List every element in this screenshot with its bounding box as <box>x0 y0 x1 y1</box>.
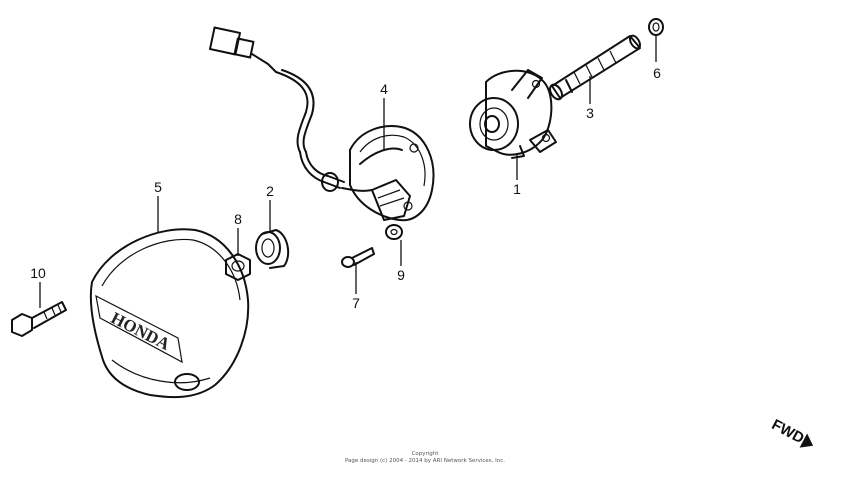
copyright-notice: Copyright Page design (c) 2004 - 2014 by… <box>0 451 850 465</box>
pulser-shaft-drawing <box>549 34 642 101</box>
washer-drawing <box>385 224 403 240</box>
collar-drawing <box>255 229 290 269</box>
callout-10: 10 <box>30 265 46 281</box>
callout-4: 4 <box>380 81 388 97</box>
circlip-drawing <box>648 18 664 36</box>
bolt-drawing <box>11 301 67 337</box>
callout-3: 3 <box>586 105 594 121</box>
callout-1: 1 <box>513 181 521 197</box>
brand-text: HONDA <box>108 308 174 354</box>
callout-8: 8 <box>234 211 242 227</box>
copyright-line-1: Copyright <box>411 451 439 457</box>
pulse-generator-drawing <box>208 26 435 222</box>
callout-5: 5 <box>154 179 162 195</box>
callout-6: 6 <box>653 65 661 81</box>
screw-drawing <box>341 247 375 268</box>
stator-drawing <box>469 69 557 159</box>
callouts: 5 2 8 10 4 1 3 6 7 9 <box>30 36 661 311</box>
callout-7: 7 <box>352 295 360 311</box>
generator-cover-drawing: HONDA <box>89 228 250 399</box>
callout-2: 2 <box>266 183 274 199</box>
copyright-line-2: Page design (c) 2004 - 2014 by ARI Netwo… <box>344 458 506 464</box>
callout-9: 9 <box>397 267 405 283</box>
